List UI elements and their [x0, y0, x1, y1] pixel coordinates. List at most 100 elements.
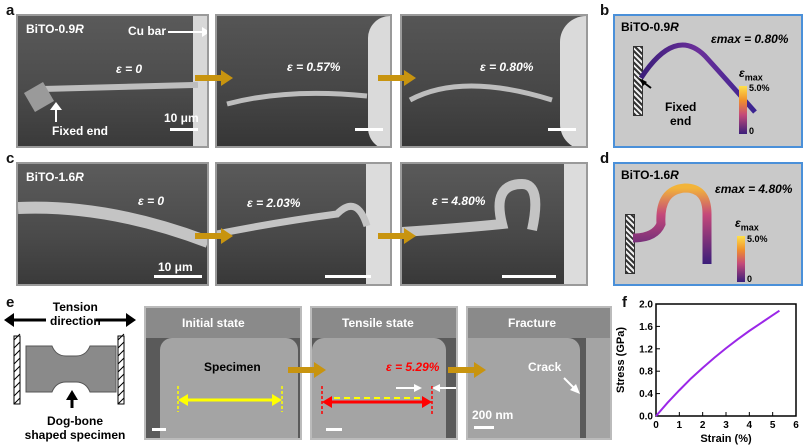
cu-bar: [560, 16, 586, 146]
y-tick-label: 1.2: [639, 344, 653, 355]
colorbar-sub: max: [744, 72, 763, 83]
colorbar: [739, 86, 747, 134]
y-axis-label: Stress (GPa): [615, 327, 627, 393]
scale-bar: [326, 428, 342, 431]
cu-bar-label: Cu bar: [128, 24, 167, 38]
panel-e-tensile: Tensile state ε = 5.29%: [310, 306, 458, 440]
tension-label: Tension: [52, 300, 98, 314]
x-tick-label: 3: [723, 420, 729, 431]
x-tick-label: 2: [700, 420, 706, 431]
panel-d-simulation: BiTO-1.6R εmax = 4.80% εmax 5.0% 0: [613, 162, 803, 286]
scale-bar-label: 200 nm: [472, 408, 514, 422]
panel-a-frame-3: ε = 0.80%: [400, 14, 588, 148]
state-label: Fracture: [508, 316, 557, 330]
progress-arrow: [378, 228, 416, 244]
scale-bar: [154, 275, 202, 278]
plot-frame: [655, 303, 797, 417]
scale-bar: [170, 128, 198, 131]
crack-pointer: [563, 377, 580, 394]
scale-bar: [502, 275, 556, 278]
panel-b-label: b: [600, 2, 610, 19]
deformed-beam: [632, 183, 712, 264]
panel-c-frame-3: ε = 4.80%: [400, 162, 588, 286]
sample-label: BiTO-0.9: [621, 20, 671, 34]
scale-bar: [152, 428, 166, 431]
x-tick-label: 1: [677, 420, 683, 431]
fixed-end-label: Fixed end: [52, 124, 109, 138]
y-tick-label: 0.8: [639, 367, 653, 378]
panel-c-frame-1: BiTO-1.6R ε = 0 10 μm: [16, 162, 209, 286]
y-tick-label: 0.0: [639, 412, 653, 423]
progress-arrow: [195, 228, 233, 244]
panel-d-label: d: [600, 150, 610, 167]
specimen-right: [586, 338, 610, 438]
colorbar-sub: max: [740, 222, 759, 233]
sample-label: BiTO-0.9: [26, 22, 76, 36]
specimen-left: [468, 338, 580, 438]
top-grip: [312, 308, 456, 338]
panel-c-frame-2: ε = 2.03%: [215, 162, 392, 286]
progress-arrow: [448, 362, 486, 378]
x-tick-label: 4: [747, 420, 753, 431]
sample-suffix: R: [75, 170, 84, 184]
panel-e-initial: Initial state Specimen: [144, 306, 302, 440]
shaped-specimen-label: shaped specimen: [24, 428, 126, 442]
specimen-body: [160, 338, 298, 438]
dogbone-label: Dog-bone: [47, 414, 103, 428]
specimen-body: [312, 338, 446, 438]
emax-label: εmax = 0.80%: [711, 32, 789, 46]
panel-c-label: c: [6, 150, 15, 167]
strain-label: ε = 2.03%: [247, 196, 301, 210]
bent-beam: [226, 90, 368, 107]
colorbar-min: 0: [749, 126, 755, 136]
bent-beam: [402, 178, 541, 237]
x-tick-label: 0: [653, 420, 659, 431]
crack-label: Crack: [528, 360, 562, 374]
strain-label: ε = 0: [138, 194, 165, 208]
fixed-wall-hatch: [625, 214, 635, 274]
top-grip: [468, 308, 610, 338]
bent-beam: [408, 83, 553, 103]
sample-suffix: R: [75, 22, 84, 36]
scale-bar: [355, 128, 383, 131]
strain-label: ε = 5.29%: [386, 360, 440, 374]
sample-suffix: R: [670, 20, 679, 34]
progress-arrow: [378, 70, 416, 86]
y-tick-label: 1.6: [639, 322, 653, 333]
scale-bar-label: 10 μm: [158, 260, 193, 274]
x-tick-label: 6: [793, 420, 799, 431]
sample-suffix: R: [670, 168, 679, 182]
colorbar-max: 5.0%: [749, 83, 770, 93]
cu-bar-pointer: [168, 27, 207, 37]
progress-arrow: [195, 70, 233, 86]
sample-label: BiTO-1.6: [26, 170, 76, 184]
scale-bar: [474, 426, 494, 429]
state-label: Tensile state: [342, 316, 414, 330]
cantilever-beam: [18, 201, 207, 248]
colorbar-max: 5.0%: [747, 234, 768, 244]
progress-arrow: [288, 362, 326, 378]
strain-label: ε = 0.57%: [287, 60, 341, 74]
strain-label: ε = 0: [116, 62, 143, 76]
panel-e-label: e: [6, 294, 15, 311]
colorbar-title: ε: [735, 216, 741, 230]
panel-a-frame-1: BiTO-0.9R Cu bar ε = 0 Fixed end 10 μm: [16, 14, 209, 148]
colorbar: [737, 236, 745, 282]
strain-label: ε = 0.80%: [480, 60, 534, 74]
colorbar-title: ε: [739, 66, 745, 80]
scale-bar: [325, 275, 371, 278]
end-label: end: [670, 114, 692, 128]
deformed-beam: [638, 42, 757, 114]
cantilever-beam: [37, 81, 199, 93]
stress-strain-curve: [655, 309, 780, 417]
bent-beam: [217, 202, 371, 238]
strain-label: ε = 4.80%: [432, 194, 486, 208]
colorbar-min: 0: [747, 274, 753, 284]
panel-a-label: a: [6, 2, 15, 19]
direction-label: direction: [50, 314, 101, 328]
elongation-arrows: [321, 384, 456, 416]
gauge-length-arrow: [177, 386, 283, 412]
